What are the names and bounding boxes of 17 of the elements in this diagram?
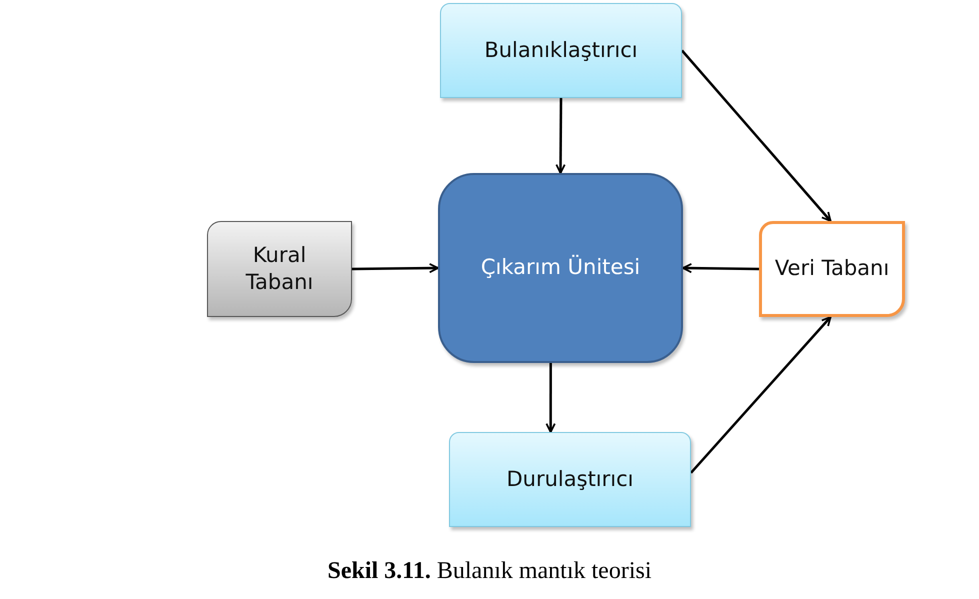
process-box (440, 3, 682, 98)
node-label: Kural Tabanı (244, 242, 314, 296)
arrow (682, 263, 760, 274)
arrow (546, 363, 556, 433)
arrow (555, 98, 566, 174)
process-box (449, 432, 691, 527)
arrow (352, 263, 439, 274)
figure-caption: Sekil 3.11. Bulanık mantık teorisi (326, 558, 652, 585)
node-label: Bulanıklaştırıcı (484, 36, 638, 64)
arrow (681, 50, 832, 222)
node-label: Veri Tabanı (774, 255, 890, 282)
arrow (690, 316, 832, 474)
process-box (207, 221, 352, 317)
process-box (438, 173, 683, 363)
node-label: Çıkarım Ünitesi (480, 254, 640, 282)
process-box (759, 221, 905, 317)
node-label: Durulaştırıcı (506, 466, 634, 493)
